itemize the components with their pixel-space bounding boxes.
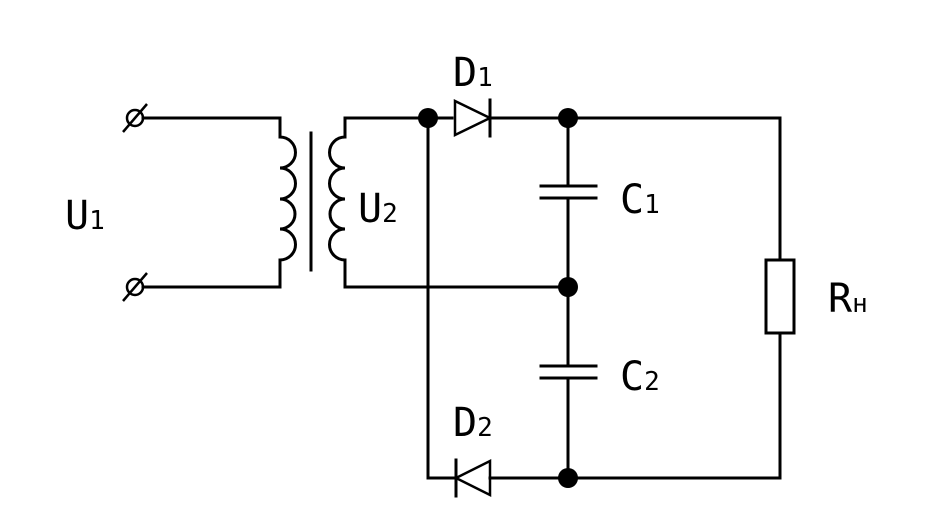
capacitor-c2 xyxy=(539,364,598,380)
label-u2: U2 xyxy=(358,186,398,232)
label-c2: C2 xyxy=(620,354,660,400)
junction-dot-c-midpoint xyxy=(558,277,578,297)
load-resistor xyxy=(764,258,796,335)
primary-wire-bottom xyxy=(141,258,282,289)
junction-dot-c2-bottom xyxy=(558,468,578,488)
label-d1: D1 xyxy=(453,50,493,96)
diode-d1 xyxy=(453,98,493,138)
primary-winding xyxy=(278,135,297,262)
load-bottom-wire xyxy=(488,331,782,480)
label-c1: C1 xyxy=(620,177,660,223)
primary-wire-top xyxy=(141,116,282,139)
diode-d2 xyxy=(453,458,492,498)
secondary-wire-top xyxy=(343,116,454,139)
label-d2: D2 xyxy=(453,400,493,446)
label-rn: Rн xyxy=(828,276,868,322)
secondary-winding xyxy=(328,135,347,262)
junction-dot-secondary-top xyxy=(418,108,438,128)
secondary-wire-bottom xyxy=(343,258,570,289)
label-u1: U1 xyxy=(65,193,105,239)
d1-output-wire xyxy=(488,116,782,262)
capacitor-c1 xyxy=(539,184,598,200)
junction-dot-c1-top xyxy=(558,108,578,128)
